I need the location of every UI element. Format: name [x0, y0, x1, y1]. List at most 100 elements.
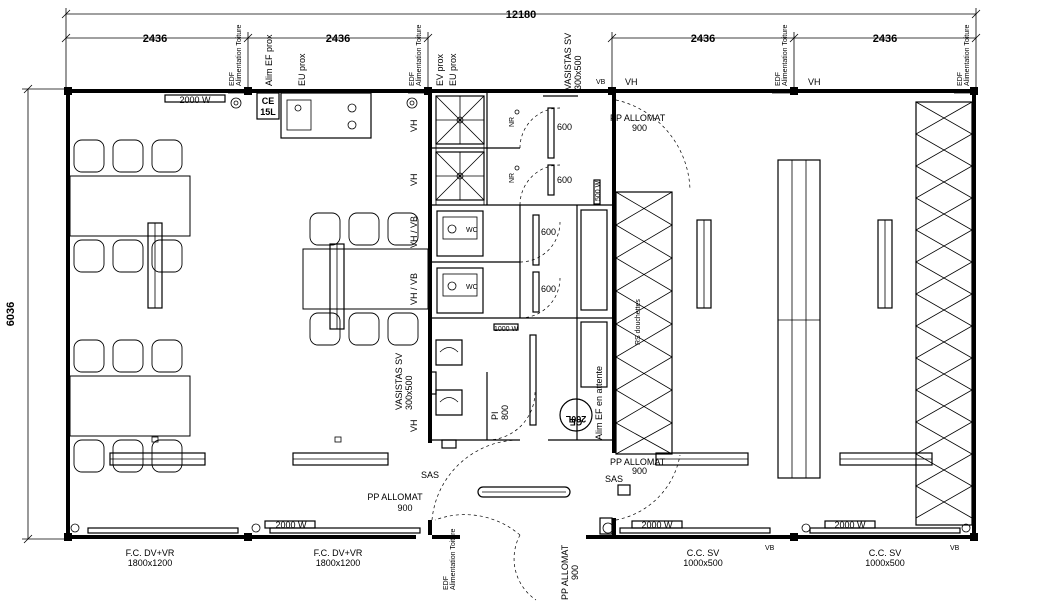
vb-label: VB — [765, 545, 775, 552]
vh-label: VH — [808, 77, 821, 87]
radiator-label: 2000 W — [179, 95, 211, 105]
dimension-module-1: 2436 — [143, 33, 167, 45]
door-600-label: 600 — [557, 175, 572, 185]
eu-prox-label: EU prox — [448, 53, 458, 86]
radiator-1000-label: 1000 W — [494, 326, 519, 333]
pp-allomat-label: PP ALLOMAT — [610, 457, 666, 467]
dimension-height: 6036 — [5, 302, 17, 326]
dimension-overall: 12180 — [506, 9, 537, 21]
window-fc-label: F.C. DV+VR — [126, 548, 175, 558]
dimension-module-3: 2436 — [691, 33, 715, 45]
edf-label: EDF — [775, 72, 782, 86]
water-heater-label: CE — [262, 96, 275, 106]
edf-sub-label: Alimentation Toiture — [450, 529, 457, 590]
window-fc-size: 1800x1200 — [128, 558, 173, 568]
table — [69, 375, 191, 437]
pi-label: PI — [490, 411, 500, 420]
shower-screen — [547, 107, 555, 159]
ceiling-lights — [109, 222, 389, 466]
pp-size-label: 900 — [570, 565, 580, 580]
ev-prox-label: EV prox — [435, 53, 445, 86]
pp-size-label: 900 — [397, 503, 412, 513]
wc-cubicle — [436, 210, 484, 257]
storage-rack — [915, 101, 973, 526]
pp-size-label: 900 — [632, 466, 647, 476]
vasistas-top-size: 300x500 — [573, 55, 583, 90]
window-cc-label: C.C. SV — [687, 548, 720, 558]
sas-label: SAS — [605, 474, 623, 484]
cabinet — [580, 209, 608, 311]
water-heater — [256, 92, 280, 120]
vb-label: VB — [950, 545, 960, 552]
water-heater-size: 15L — [260, 107, 276, 117]
table — [69, 175, 191, 237]
vh-label: VH — [409, 173, 419, 186]
vasistas-top-label: VASISTAS SV — [563, 33, 573, 90]
pp-allomat-label: PP ALLOMAT — [610, 113, 666, 123]
radiator-label: 2000 W — [641, 520, 673, 530]
window-frame — [87, 527, 239, 534]
window-labels: F.C. DV+VR 1800x1200 F.C. DV+VR 1800x120… — [126, 548, 905, 568]
edf-label: EDF — [443, 576, 450, 590]
bench — [777, 159, 821, 479]
nr-label: NR — [509, 173, 516, 183]
pi-size: 800 — [500, 405, 510, 420]
shower-screen — [547, 164, 555, 196]
window-fc-label: F.C. DV+VR — [314, 548, 363, 558]
washbasin — [435, 389, 463, 416]
window-frame — [269, 527, 421, 534]
nr-label: NR — [509, 117, 516, 127]
dimension-module-4: 2436 — [873, 33, 897, 45]
water-heater-200l — [559, 398, 593, 432]
eu-prox-label: EU prox — [297, 53, 307, 86]
dimension-module-2: 2436 — [326, 33, 350, 45]
changing-room: PP ALLOMAT 900 PP ALLOMAT 900 SAS RS dou… — [599, 99, 973, 552]
sink — [286, 99, 312, 131]
edf-label: EDF — [957, 72, 964, 86]
hob-burner — [347, 120, 357, 130]
sas-label: SAS — [421, 470, 439, 480]
cabinet — [580, 321, 608, 388]
entrance-sas: SAS PP ALLOMAT 900 EDF Alimentation Toit… — [367, 439, 580, 601]
edf-label: EDF — [229, 72, 236, 86]
water-heater-size: 200L — [565, 414, 586, 424]
edf-sub-label: Alimentation Toiture — [236, 25, 243, 86]
radiator-500-label: 500 W — [595, 180, 602, 201]
pp-size-label: 900 — [632, 123, 647, 133]
vh-label: VH — [409, 119, 419, 132]
vh-vb-label: VH / VB — [409, 216, 419, 248]
alim-ef-label: Alim EF prox — [264, 34, 274, 86]
washbasin — [435, 339, 463, 366]
radiator-label: 2000 W — [275, 520, 307, 530]
window-cc-label: C.C. SV — [869, 548, 902, 558]
water-heater-label: CE — [570, 417, 583, 427]
ceiling-light — [477, 486, 571, 498]
pp-allomat-label: PP ALLOMAT — [560, 544, 570, 600]
chairs — [73, 139, 419, 473]
edf-label: EDF — [409, 72, 416, 86]
rs-douchettes-label: RS douchettes — [635, 299, 642, 345]
hob-burner — [347, 103, 357, 113]
door-600-label: 600 — [541, 284, 556, 294]
sanitary-block: NR NR 600 600 WC WC 600 600 VH / VB VH /… — [394, 95, 608, 441]
exterior-walls — [64, 87, 978, 541]
shower-rack — [615, 191, 673, 455]
alim-ef-attente-label: Alim EF en attente — [594, 366, 604, 440]
vasistas-mid-size: 300x500 — [404, 375, 414, 410]
wc-label: WC — [466, 284, 478, 291]
top-annotations: EDF Alimentation Toiture Alim EF prox EU… — [228, 25, 974, 94]
radiator-label: 2000 W — [834, 520, 866, 530]
door-600-label: 600 — [541, 227, 556, 237]
dining-room: 2000 W 2000 W CE 15L — [69, 92, 429, 534]
edf-sub-label: Alimentation Toiture — [416, 25, 423, 86]
door-600-label: 600 — [557, 122, 572, 132]
window-fc-size: 1800x1200 — [316, 558, 361, 568]
vb-label: VB — [596, 79, 606, 86]
edf-sub-label: Alimentation Toiture — [782, 25, 789, 86]
table — [302, 248, 429, 310]
radiator — [164, 94, 226, 103]
kitchenette-counter — [280, 92, 372, 139]
vh-label: VH — [625, 77, 638, 87]
dimension-lines: 12180 2436 2436 2436 2436 6036 — [5, 8, 981, 544]
window-cc-size: 1000x500 — [683, 558, 723, 568]
